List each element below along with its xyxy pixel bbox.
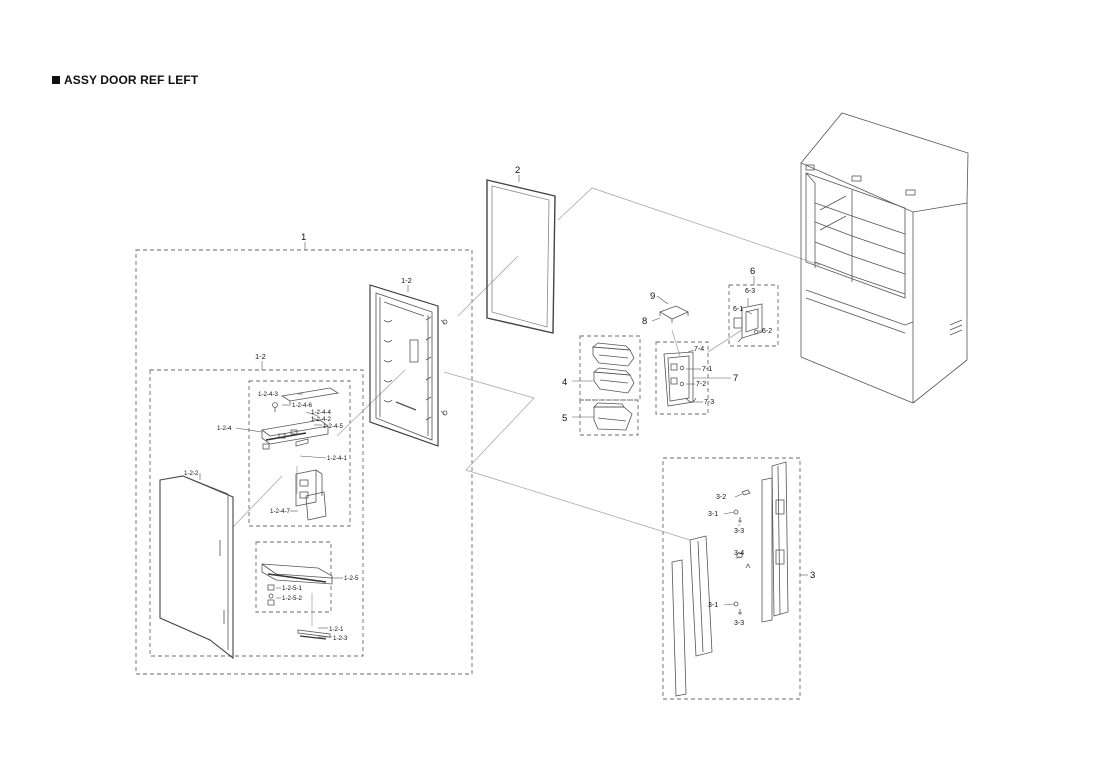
group-box-5: [579, 399, 639, 436]
label-5: 5: [562, 413, 567, 424]
label-1-2-5-1: 1-2-5-1: [282, 585, 303, 592]
label-7-2: 7-2: [696, 381, 706, 388]
title-square-marker: [52, 76, 60, 84]
refrigerator-cabinet: [800, 112, 969, 404]
group-box-1-2-4: [248, 380, 351, 527]
label-1-2-4-5: 1-2-4-5: [323, 423, 344, 430]
label-1-2-4-1: 1-2-4-1: [327, 455, 348, 462]
part-1-2-5-handle-assy: [261, 563, 333, 640]
section-title-text: ASSY DOOR REF LEFT: [64, 73, 199, 87]
label-1-2-5-2: 1-2-5-2: [282, 595, 303, 602]
label-9: 9: [650, 291, 655, 302]
label-3-3-a: 3-3: [734, 528, 744, 535]
label-1-2-4-4: 1-2-4-4: [311, 409, 332, 416]
part-2-gasket: [486, 179, 556, 334]
label-6: 6: [750, 266, 755, 277]
rail-right-inner: [761, 477, 773, 623]
cabinet-top: [800, 112, 969, 213]
label-1-2-4-7: 1-2-4-7: [270, 508, 291, 515]
part-1-2-door-liner: [369, 284, 448, 447]
label-1-2-1: 1-2-1: [329, 626, 344, 633]
label-1-2-4: 1-2-4: [217, 425, 232, 432]
label-3-1-b: 3-1: [708, 602, 718, 609]
group-box-6: [728, 284, 779, 347]
label-leaders: [199, 175, 808, 638]
part-8-9: [659, 305, 689, 323]
group-box-1-2-5: [255, 541, 332, 613]
label-2: 2: [515, 165, 520, 176]
label-3-2: 3-2: [716, 494, 726, 501]
group-boxes: [135, 249, 801, 700]
label-6-1: 6-1: [733, 306, 743, 313]
assembly-line-gasket-door: [457, 255, 519, 317]
label-3-4: 3-4: [734, 550, 744, 557]
label-1-2-5: 1-2-5: [344, 575, 359, 582]
label-7-4: 7-4: [694, 346, 704, 353]
label-1-2-4-3: 1-2-4-3: [258, 391, 279, 398]
label-4: 4: [562, 377, 567, 388]
bin-5: [593, 402, 633, 431]
assembly-line-gasket-fridge: [557, 187, 821, 266]
assembly-line-door-panel: [232, 475, 283, 528]
label-7: 7: [733, 373, 738, 384]
part-4-5-bins: [591, 342, 635, 431]
part-1-2-2-door-panel: [159, 475, 234, 660]
assembly-line-6: [707, 329, 743, 353]
part-6-assy: [733, 303, 763, 343]
label-3: 3: [810, 570, 815, 581]
label-6-2: 6-2: [762, 328, 772, 335]
rail-right-outer: [771, 461, 789, 617]
label-6-3: 6-3: [745, 288, 755, 295]
bin-4-lower: [592, 367, 635, 394]
label-3-3-b: 3-3: [734, 620, 744, 627]
label-1: 1: [301, 232, 306, 243]
rail-left-strip: [671, 559, 687, 697]
label-1-2-group: 1-2: [255, 352, 266, 361]
label-1-2-2: 1-2-2: [184, 470, 199, 477]
part-labels: 1 1-2 1-2 2 1-2-4-3 1-2-4-6 1-2-4-4 1-2-…: [184, 165, 815, 642]
label-7-3: 7-3: [704, 399, 714, 406]
part-3-rails: [671, 461, 789, 697]
label-1-2-4-6: 1-2-4-6: [292, 402, 313, 409]
part-1-2-4-cover-assy: [261, 387, 340, 521]
assembly-line-door-cover: [336, 369, 406, 437]
label-7-1: 7-1: [702, 366, 712, 373]
label-8: 8: [642, 316, 647, 327]
assembly-line-door-hinge: [443, 371, 691, 541]
label-3-1-a: 3-1: [708, 511, 718, 518]
section-title: ASSY DOOR REF LEFT: [52, 73, 198, 87]
assembly-lines: [232, 187, 821, 626]
label-1-2-3: 1-2-3: [333, 635, 348, 642]
part-7-assy: [663, 351, 697, 407]
label-1-2-liner: 1-2: [401, 276, 412, 285]
group-box-1: [135, 249, 473, 675]
group-box-1-2: [149, 369, 364, 657]
label-1-2-4-2: 1-2-4-2: [311, 416, 332, 423]
rail-middle: [689, 535, 713, 657]
bin-4-upper: [591, 342, 635, 367]
assembly-line-8: [671, 329, 681, 357]
